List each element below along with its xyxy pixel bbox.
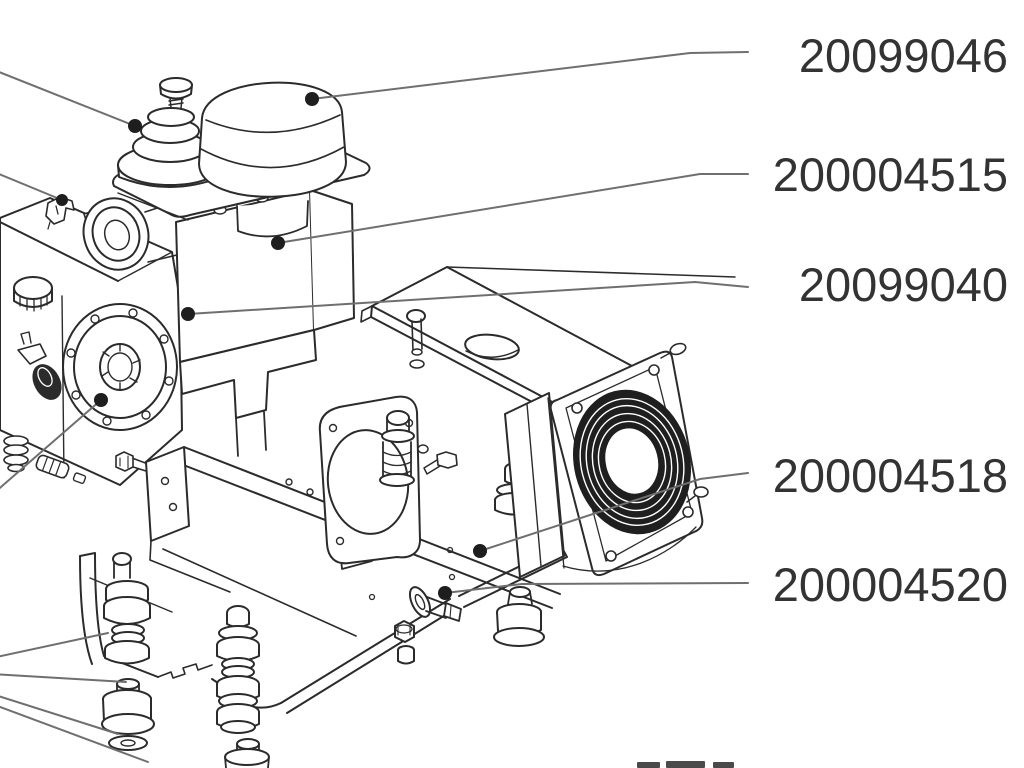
center-bracket bbox=[318, 395, 458, 570]
clipped-text-fragment bbox=[637, 761, 734, 768]
cylindrical-fitting bbox=[35, 454, 70, 479]
leader-offscreen-top bbox=[0, 71, 142, 133]
fan-guard-wire bbox=[562, 526, 697, 572]
callout-dot bbox=[128, 119, 142, 133]
leader-200004515 bbox=[271, 173, 749, 250]
pump-flange bbox=[62, 303, 178, 431]
fan-corner-screw bbox=[571, 402, 583, 414]
small-bolt bbox=[417, 444, 429, 454]
cover-plate bbox=[360, 266, 736, 432]
callout-dot bbox=[94, 393, 108, 407]
exhaust-port bbox=[82, 197, 182, 271]
callout-dot bbox=[473, 544, 487, 558]
fan-assembly bbox=[504, 342, 709, 578]
part-label-20099040: 20099040 bbox=[799, 258, 1008, 311]
callout-dot bbox=[271, 236, 285, 250]
mounting-bracket bbox=[179, 329, 317, 457]
leader-offscreen-flange bbox=[0, 393, 108, 490]
fan-mount-bolt-top bbox=[660, 342, 687, 359]
leader-20099046 bbox=[305, 51, 749, 106]
part-label-20099046: 20099046 bbox=[799, 29, 1008, 82]
leader-200004520 bbox=[438, 582, 749, 600]
leader-200004518 bbox=[473, 472, 749, 558]
callout-dot bbox=[181, 307, 195, 321]
callout-dot bbox=[438, 586, 452, 600]
filler-knob bbox=[13, 276, 53, 312]
callout-dot bbox=[305, 92, 319, 106]
part-labels: 20099046 200004515 20099040 200004518 20… bbox=[773, 29, 1008, 611]
part-label-200004515: 200004515 bbox=[773, 148, 1008, 201]
leader-offscreen-clamp bbox=[0, 173, 68, 206]
hex-nut bbox=[394, 620, 415, 643]
rubber-foot-3 bbox=[493, 586, 545, 647]
fastener-pin bbox=[408, 586, 462, 622]
rubber-foot-1 bbox=[101, 678, 155, 751]
pump-block bbox=[0, 197, 183, 486]
damper-stack-1 bbox=[103, 552, 151, 665]
fan-corner-screw bbox=[605, 550, 617, 562]
part-label-200004518: 200004518 bbox=[773, 449, 1008, 502]
fan-shroud bbox=[504, 392, 565, 578]
cover-bolt bbox=[406, 309, 426, 369]
fan-grille bbox=[573, 389, 691, 535]
leader-offscreen-dampers bbox=[0, 632, 149, 763]
fan-corner-screw bbox=[648, 364, 660, 376]
machine bbox=[0, 77, 736, 768]
part-label-200004520: 200004520 bbox=[773, 558, 1008, 611]
leader-lines bbox=[0, 51, 749, 763]
callout-dot bbox=[56, 194, 68, 206]
spacer-sleeve bbox=[397, 645, 415, 665]
hex-screw-right bbox=[423, 451, 458, 475]
dome-cap bbox=[198, 81, 347, 238]
leader-20099040 bbox=[181, 280, 749, 321]
base-frame bbox=[79, 446, 568, 714]
fan-corner-screw bbox=[682, 506, 694, 518]
lever-grip bbox=[17, 331, 62, 400]
cone-stack bbox=[117, 77, 223, 188]
fan-mount-bolt-side bbox=[686, 486, 709, 503]
damper-stack-2 bbox=[216, 605, 260, 734]
washer-stack bbox=[3, 435, 29, 473]
bracket-damper-cylinder bbox=[379, 410, 415, 487]
filler-hole bbox=[464, 333, 520, 361]
frame-slot bbox=[157, 663, 213, 679]
rubber-foot-2 bbox=[224, 738, 270, 768]
valve-assembly bbox=[45, 77, 371, 457]
small-spacer bbox=[72, 472, 87, 484]
